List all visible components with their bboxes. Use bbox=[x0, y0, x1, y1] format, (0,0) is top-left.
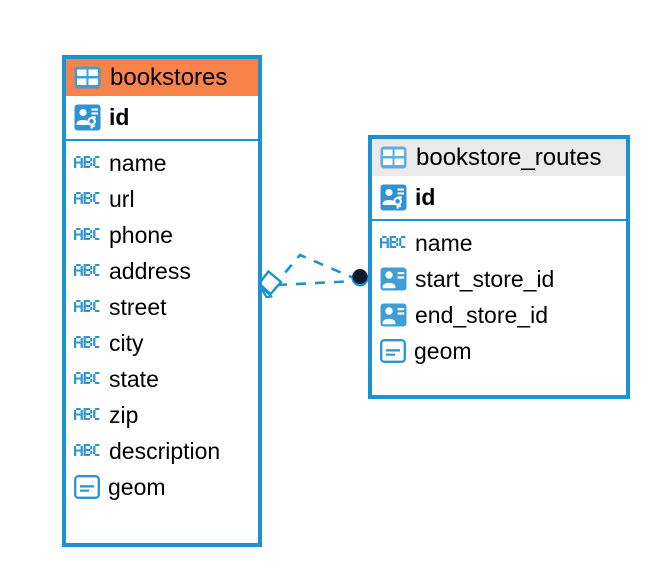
field-row-end-store-id[interactable]: end_store_id bbox=[372, 297, 626, 333]
field-label: zip bbox=[109, 401, 139, 428]
primary-key-section: id bbox=[66, 96, 258, 142]
field-label: end_store_id bbox=[415, 301, 548, 328]
table-icon bbox=[380, 146, 407, 169]
field-label: geom bbox=[108, 473, 166, 500]
primary-key-icon bbox=[380, 184, 407, 211]
relationship-edge-upper bbox=[272, 253, 357, 288]
text-type-icon bbox=[74, 192, 101, 206]
text-type-icon bbox=[74, 444, 101, 458]
text-type-icon bbox=[74, 300, 101, 314]
entity-table-bookstores[interactable]: bookstores id bbox=[62, 55, 262, 547]
diamond-endpoint-icon[interactable] bbox=[257, 269, 283, 299]
text-type-icon bbox=[380, 236, 407, 250]
field-label: street bbox=[109, 293, 167, 320]
foreign-key-icon bbox=[380, 303, 407, 327]
field-row-name[interactable]: name bbox=[372, 225, 626, 261]
field-row-id[interactable]: id bbox=[372, 179, 626, 215]
field-label: state bbox=[109, 365, 159, 392]
entity-header-bookstores[interactable]: bookstores bbox=[66, 59, 258, 97]
geometry-type-icon bbox=[74, 475, 100, 500]
field-label: city bbox=[109, 329, 144, 356]
field-row-id[interactable]: id bbox=[66, 99, 258, 135]
text-type-icon bbox=[74, 156, 101, 170]
field-label: url bbox=[109, 185, 135, 212]
field-row-url[interactable]: url bbox=[66, 181, 258, 217]
primary-key-icon bbox=[74, 104, 101, 131]
field-label: geom bbox=[414, 337, 472, 364]
field-label: id bbox=[109, 103, 130, 130]
entity-title: bookstore_routes bbox=[416, 144, 602, 171]
field-row-phone[interactable]: phone bbox=[66, 217, 258, 253]
relationship-edge-lower bbox=[276, 279, 357, 287]
field-label: start_store_id bbox=[415, 265, 555, 292]
field-row-start-store-id[interactable]: start_store_id bbox=[372, 261, 626, 297]
field-label: id bbox=[415, 183, 436, 210]
filled-circle-endpoint-icon[interactable] bbox=[351, 269, 369, 287]
primary-key-section: id bbox=[372, 176, 626, 222]
geometry-type-icon bbox=[380, 339, 406, 364]
text-type-icon bbox=[74, 264, 101, 278]
text-type-icon bbox=[74, 408, 101, 422]
field-row-geom[interactable]: geom bbox=[66, 469, 258, 505]
field-label: phone bbox=[109, 221, 173, 248]
field-section: name start_store_id bbox=[372, 221, 626, 374]
field-row-street[interactable]: street bbox=[66, 289, 258, 325]
field-row-state[interactable]: state bbox=[66, 361, 258, 397]
field-label: name bbox=[109, 149, 167, 176]
field-row-description[interactable]: description bbox=[66, 433, 258, 469]
field-label: description bbox=[109, 437, 221, 464]
foreign-key-icon bbox=[380, 267, 407, 291]
field-label: address bbox=[109, 257, 191, 284]
entity-title: bookstores bbox=[110, 64, 228, 91]
text-type-icon bbox=[74, 336, 101, 350]
field-row-zip[interactable]: zip bbox=[66, 397, 258, 433]
text-type-icon bbox=[74, 372, 101, 386]
field-row-geom[interactable]: geom bbox=[372, 333, 626, 369]
text-type-icon bbox=[74, 228, 101, 242]
field-label: name bbox=[415, 229, 473, 256]
entity-header-bookstore-routes[interactable]: bookstore_routes bbox=[372, 139, 626, 177]
table-icon bbox=[74, 66, 101, 89]
field-section: name u bbox=[66, 141, 258, 510]
entity-table-bookstore-routes[interactable]: bookstore_routes bbox=[368, 135, 630, 399]
field-row-address[interactable]: address bbox=[66, 253, 258, 289]
field-row-name[interactable]: name bbox=[66, 145, 258, 181]
field-row-city[interactable]: city bbox=[66, 325, 258, 361]
